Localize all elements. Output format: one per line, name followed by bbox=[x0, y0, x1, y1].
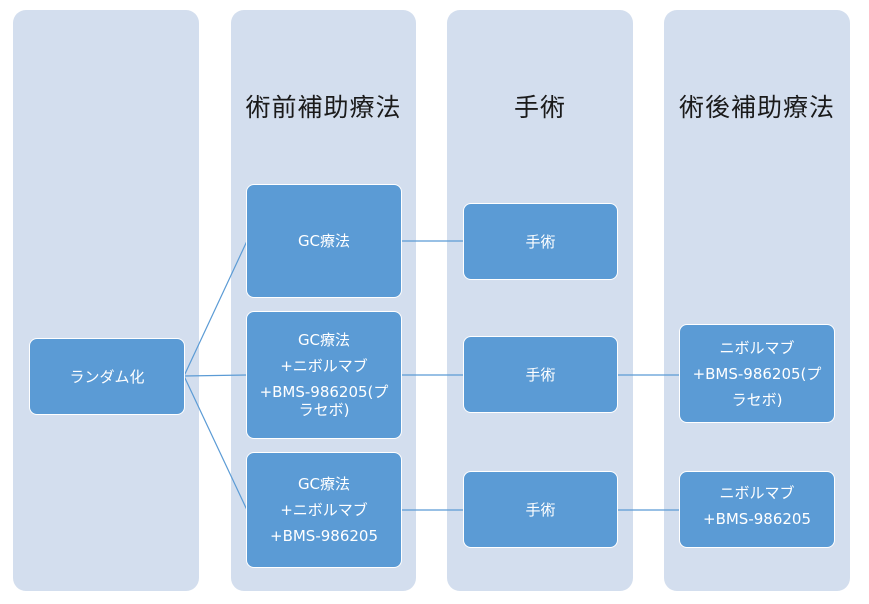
arm1-neoadjuvant-box: GC療法 bbox=[246, 184, 402, 298]
arm2-neoadjuvant-line-2: +ニボルマブ bbox=[280, 357, 368, 375]
randomization-box: ランダム化 bbox=[29, 338, 185, 415]
arm3-adjuvant-box: ニボルマブ +BMS-986205 bbox=[679, 471, 835, 548]
arm2-adjuvant-line-3: ラセボ) bbox=[731, 390, 783, 409]
arm1-neoadjuvant-label: GC療法 bbox=[297, 232, 351, 250]
arm2-neoadjuvant-box: GC療法 +ニボルマブ +BMS-986205(プ ラセボ) bbox=[246, 311, 402, 439]
arm2-adjuvant-box: ニボルマブ +BMS-986205(プ ラセボ) bbox=[679, 324, 835, 423]
randomization-label: ランダム化 bbox=[69, 367, 145, 386]
arm3-surgery-label: 手術 bbox=[525, 500, 556, 519]
arm2-neoadjuvant-line-3: +BMS-986205(プ bbox=[259, 383, 389, 401]
arm3-surgery-box: 手術 bbox=[463, 471, 618, 548]
lane-randomization bbox=[13, 10, 199, 591]
arm2-surgery-box: 手術 bbox=[463, 336, 618, 413]
lane-surgery-title: 手術 bbox=[513, 93, 566, 122]
lane-adjuvant-title: 術後補助療法 bbox=[678, 93, 835, 122]
lane-neoadjuvant-title: 術前補助療法 bbox=[245, 93, 402, 122]
arm2-adjuvant-line-1: ニボルマブ bbox=[719, 338, 795, 357]
arm2-neoadjuvant-line-1: GC療法 bbox=[297, 331, 351, 349]
arm1-surgery-box: 手術 bbox=[463, 203, 618, 280]
arm2-surgery-label: 手術 bbox=[525, 365, 556, 384]
arm2-adjuvant-line-2: +BMS-986205(プ bbox=[692, 364, 822, 383]
arm3-neoadjuvant-line-3: +BMS-986205 bbox=[270, 527, 378, 545]
arm3-adjuvant-line-1: ニボルマブ bbox=[719, 483, 795, 502]
arm1-surgery-label: 手術 bbox=[525, 232, 556, 251]
arm2-neoadjuvant-line-4: ラセボ) bbox=[298, 401, 350, 419]
arm3-adjuvant-line-2: +BMS-986205 bbox=[703, 509, 811, 528]
arm3-neoadjuvant-box: GC療法 +ニボルマブ +BMS-986205 bbox=[246, 452, 402, 568]
arm3-neoadjuvant-line-2: +ニボルマブ bbox=[280, 501, 368, 519]
arm3-neoadjuvant-line-1: GC療法 bbox=[297, 475, 351, 493]
